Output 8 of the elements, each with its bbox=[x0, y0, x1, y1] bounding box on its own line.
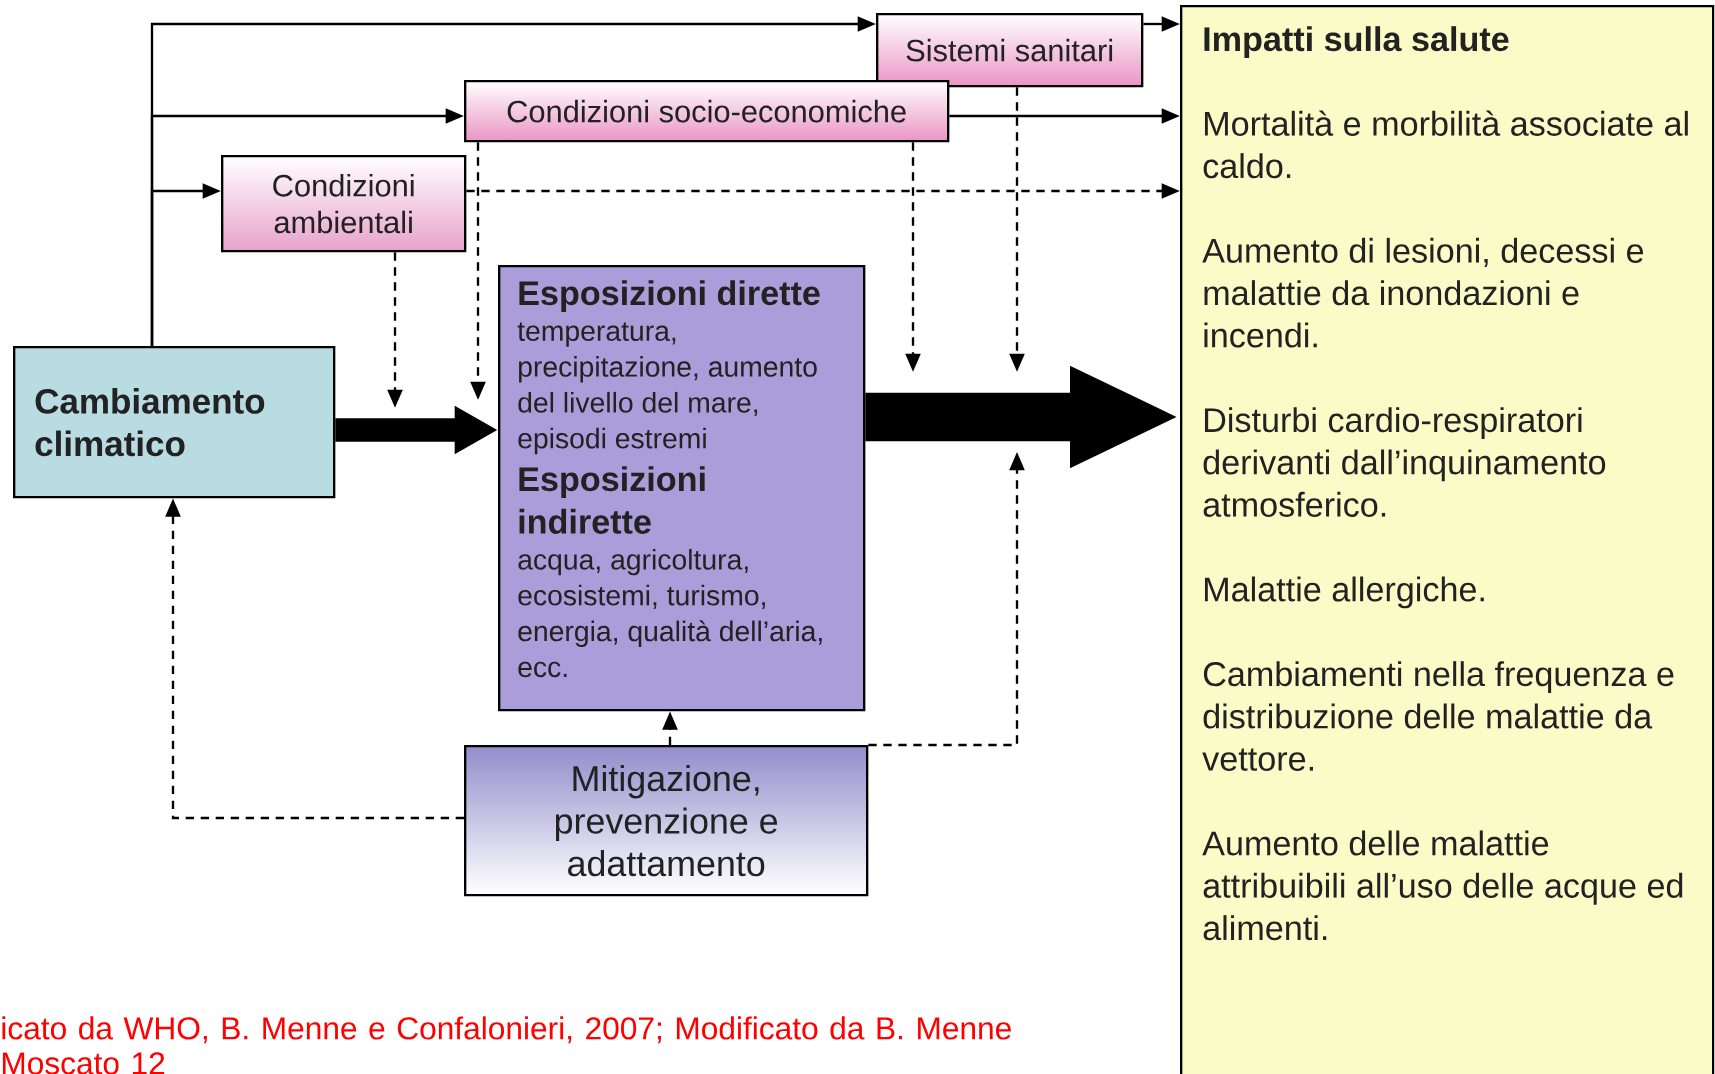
impacts-panel: Impatti sulla salute Mortalità e morbilità associate al caldo. Aumento di lesioni, decessi e malattie da inondazioni e incendi. Disturbi cardio-respiratori derivanti dall’inquinamento atmosferico. Malattie allergiche. Cambiamenti nella frequenza e distribuzione delle malattie da vettore. Aumento delle malattie attribuibili all’uso delle acque ed alimenti. bbox=[1180, 5, 1715, 1074]
process-box: Condizioni socio-economiche bbox=[464, 80, 950, 143]
process-box: Cambiamento climatico bbox=[13, 346, 336, 499]
process-box: Sistemi sanitari bbox=[876, 13, 1144, 88]
process-box: Mitigazione, prevenzione e adattamento bbox=[464, 745, 869, 897]
caption: icato da WHO, B. Menne e Confalonieri, 2007; Modificato da B. Menne Moscato 12 bbox=[2, 1016, 1011, 1074]
process-box: Condizioni ambientali bbox=[221, 155, 467, 253]
exposure-box: Esposizioni dirette temperatura, precipitazione, aumento del livello del mare, episodi estremi Esposizioni indirette acqua, agricoltura, ecosistemi, turismo, energia, qualità dell’aria, ecc. bbox=[498, 265, 866, 712]
